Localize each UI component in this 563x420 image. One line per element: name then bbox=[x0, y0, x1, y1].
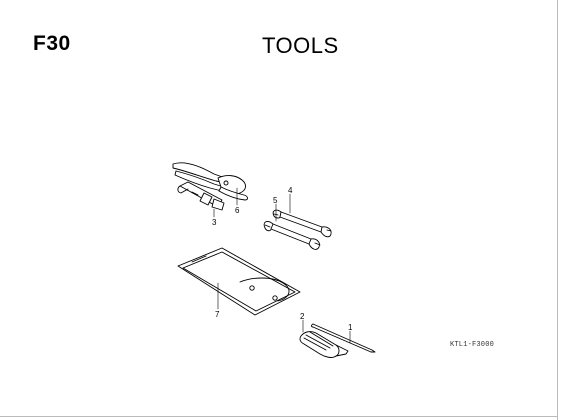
page-title: TOOLS bbox=[262, 33, 339, 58]
tool-bag-drawing bbox=[177, 247, 301, 316]
callout-2: 2 bbox=[300, 312, 305, 321]
callout-6: 6 bbox=[235, 206, 240, 215]
callout-1: 1 bbox=[348, 323, 353, 332]
wrench-5-drawing bbox=[263, 221, 321, 250]
page-border-bottom bbox=[0, 416, 558, 417]
callout-4: 4 bbox=[288, 186, 293, 195]
screwdriver-shaft-drawing bbox=[311, 323, 376, 353]
screwdriver-handle-drawing bbox=[299, 331, 349, 358]
figure-code: KTL1-F3000 bbox=[450, 341, 495, 349]
page-border-right bbox=[557, 0, 558, 420]
callout-3: 3 bbox=[212, 218, 217, 227]
spark-plug-wrench-drawing bbox=[177, 181, 225, 211]
callouts: 1 2 3 4 5 6 7 bbox=[212, 186, 353, 332]
leader-lines bbox=[213, 187, 351, 344]
callout-7: 7 bbox=[215, 310, 220, 319]
pliers-drawing bbox=[172, 162, 248, 201]
section-code: F30 bbox=[33, 32, 71, 55]
callout-5: 5 bbox=[273, 196, 278, 205]
